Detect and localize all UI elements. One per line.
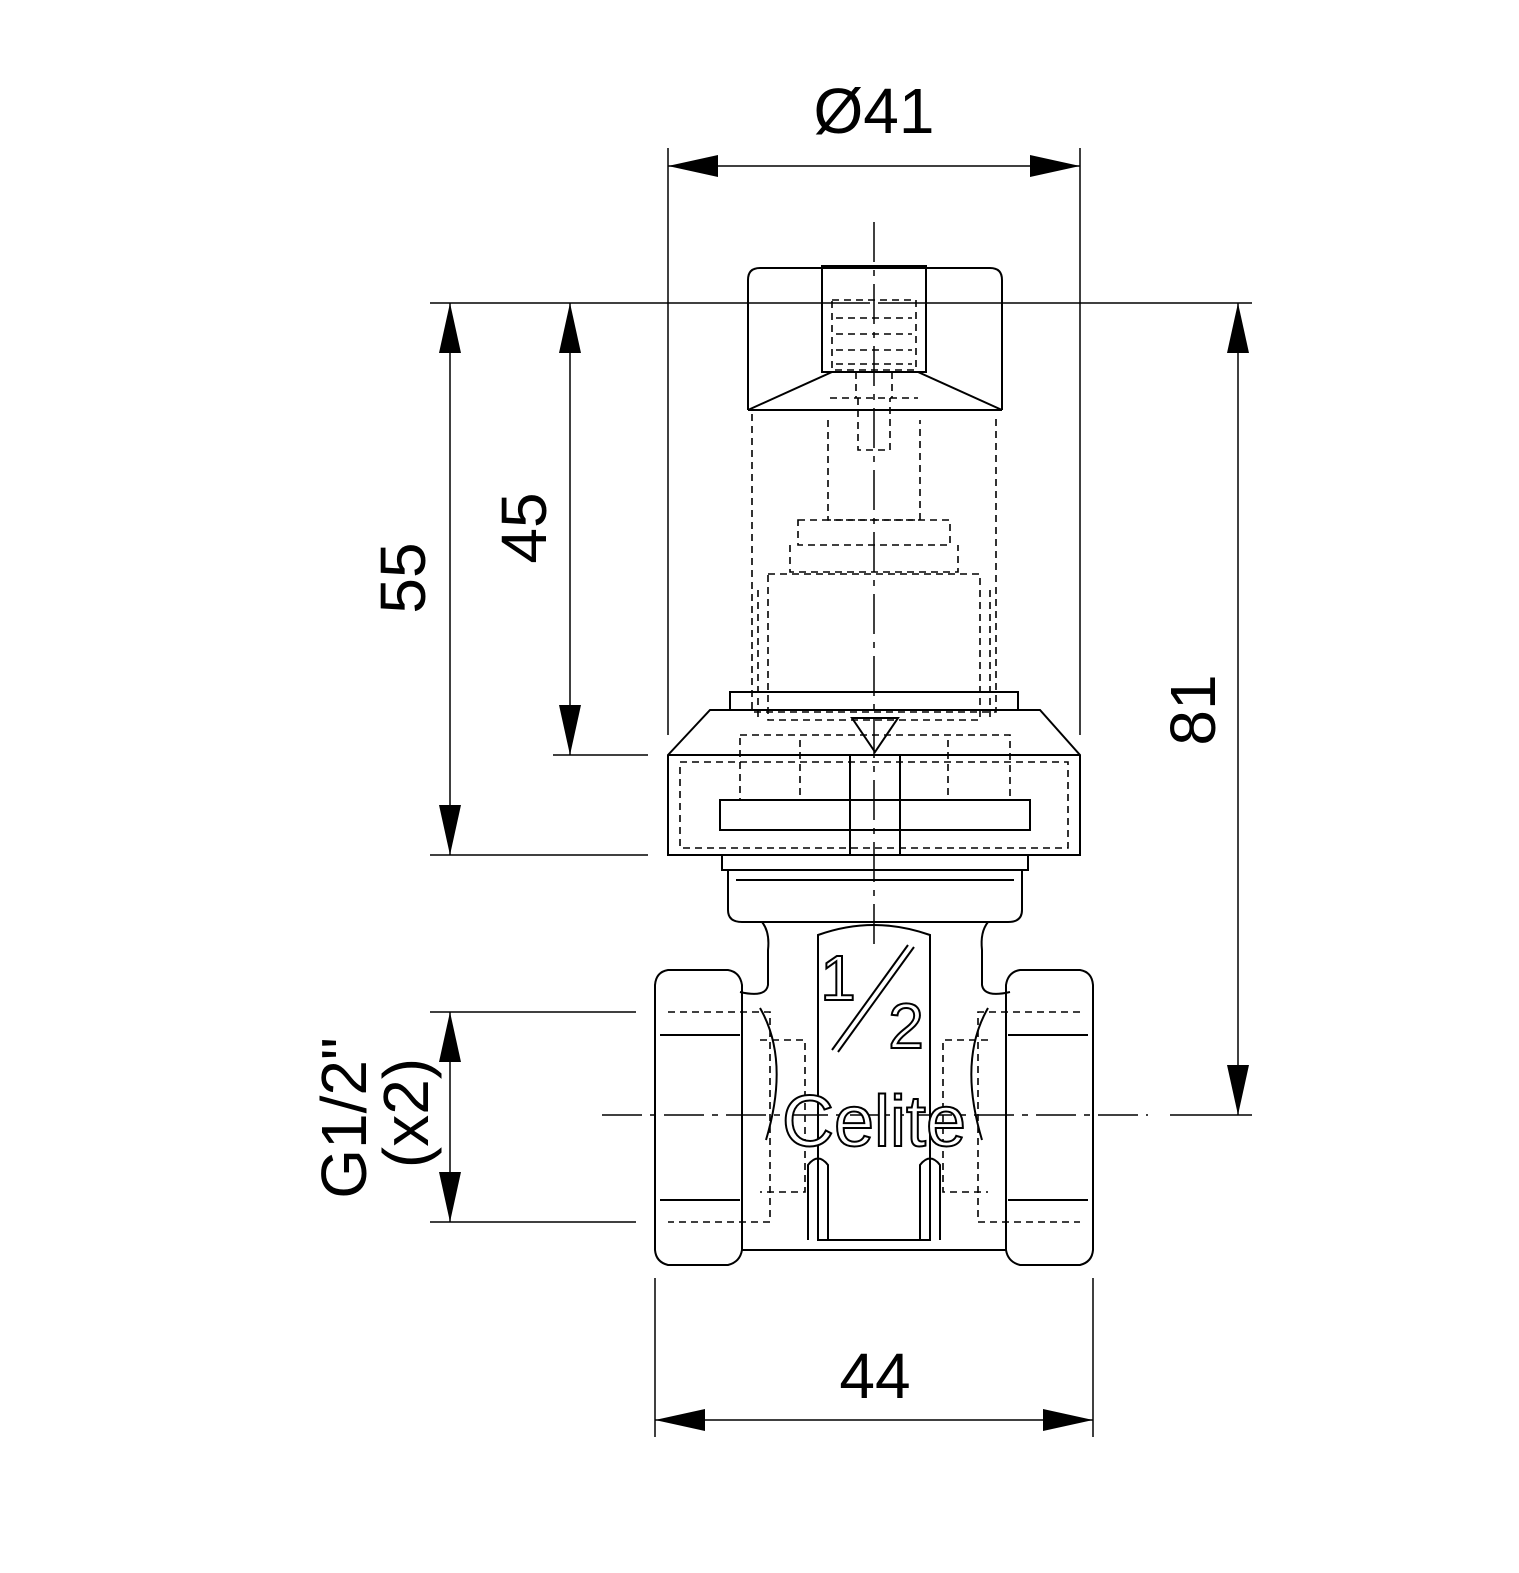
width-44-label: 44 (839, 1340, 910, 1412)
thread-size-label: G1/2" (308, 1037, 380, 1198)
brand-marking: Celite (782, 1082, 966, 1162)
valve-drawing (602, 222, 1148, 1266)
dimension-height-81: 81 (878, 302, 1252, 1116)
dimension-height-45: 45 (488, 303, 648, 756)
size-marking-denominator: 2 (888, 990, 924, 1062)
size-marking-slash (831, 944, 909, 1051)
dimension-height-55: 55 (367, 302, 870, 856)
dimension-diameter: Ø41 (667, 75, 1081, 735)
diameter-label: Ø41 (814, 75, 935, 147)
height-45-label: 45 (488, 492, 560, 563)
height-81-label: 81 (1157, 674, 1229, 745)
dimension-thread: G1/2" (x2) (308, 1011, 636, 1223)
body-markings: 1 2 Celite (781, 941, 967, 1163)
thread-quantity-label: (x2) (370, 1058, 442, 1168)
height-55-label: 55 (367, 542, 439, 613)
dimension-width-44: 44 (654, 1278, 1094, 1437)
size-marking-numerator: 1 (820, 942, 856, 1014)
